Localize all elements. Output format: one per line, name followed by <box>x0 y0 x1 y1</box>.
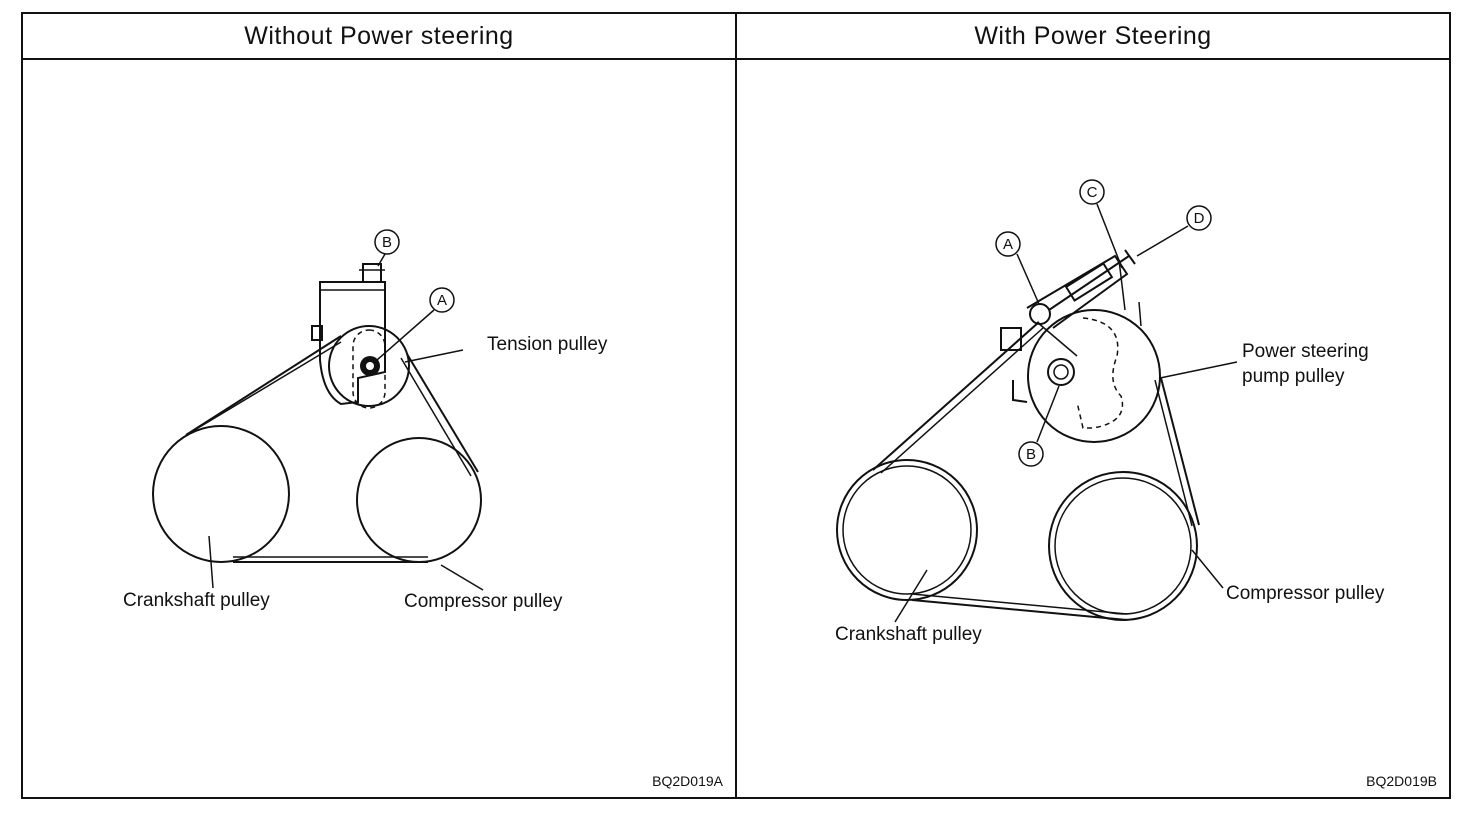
callout-a-letter: A <box>1003 236 1013 253</box>
figure-code: BQ2D019B <box>1366 773 1437 789</box>
crankshaft-pulley <box>836 459 978 601</box>
label-ps-pump-pulley-line1: Power steering <box>1242 341 1369 362</box>
callout-c-leader <box>1096 203 1123 269</box>
callout-a-letter: A <box>437 292 447 309</box>
compressor-pulley <box>356 437 482 563</box>
lock-bolt-arm <box>1036 321 1078 357</box>
label-compressor-pulley: Compressor pulley <box>1226 583 1385 604</box>
leader-crankshaft-pulley <box>208 535 214 589</box>
leader-compressor-pulley <box>1191 549 1224 589</box>
bolt-b <box>362 263 382 283</box>
label-compressor-pulley: Compressor pulley <box>404 591 563 612</box>
callout-c-circle <box>1079 179 1105 205</box>
pivot-bolt-a <box>1029 303 1051 325</box>
panel-with-power-steering: With Power Steering <box>737 14 1449 797</box>
callout-d-leader <box>1136 225 1189 257</box>
tension-bracket <box>319 281 386 406</box>
label-ps-pump-pulley-line2: pump pulley <box>1242 366 1345 387</box>
crankshaft-pulley <box>152 425 290 563</box>
callout-a-circle <box>429 287 455 313</box>
lock-bolt-b-inner <box>1053 364 1069 380</box>
callout-b-circle <box>1018 441 1044 467</box>
belt-diagram-with-ps: A C D B Power steering pump pulley Crank… <box>835 179 1385 645</box>
ps-pump-pulley <box>1027 309 1161 443</box>
tension-pulley <box>328 325 410 407</box>
leader-crankshaft-pulley <box>894 569 928 623</box>
panel-without-power-steering: Without Power steering <box>23 14 737 797</box>
figure-frame: Without Power steering <box>21 12 1451 799</box>
leader-tension-pulley <box>404 349 464 363</box>
pump-hidden-outline <box>1076 317 1124 429</box>
panel-title: Without Power steering <box>23 14 735 60</box>
leader-compressor-pulley <box>440 564 484 591</box>
lock-bolt-b <box>1047 358 1075 386</box>
callout-b-leader <box>377 253 386 267</box>
drive-belt <box>872 321 1200 621</box>
bracket-tab-right <box>1138 301 1142 327</box>
bracket-stub <box>311 325 323 341</box>
callout-a-leader <box>1016 253 1040 305</box>
leader-ps-pump-pulley <box>1159 361 1238 379</box>
crankshaft-pulley-groove <box>842 465 972 595</box>
adjust-slot <box>352 329 386 409</box>
mount-side <box>1012 380 1028 403</box>
callout-a-leader <box>376 309 435 361</box>
figure-code: BQ2D019A <box>652 773 723 789</box>
belt-diagram-without-ps: B A Tension pulley Crankshaft pulley Com… <box>123 229 608 612</box>
adjuster-rod <box>1048 255 1130 311</box>
drive-belt <box>185 335 479 563</box>
callout-d-circle <box>1186 205 1212 231</box>
compressor-pulley-groove <box>1054 477 1192 615</box>
panel-title: With Power Steering <box>737 14 1449 60</box>
callout-d-letter: D <box>1194 210 1205 227</box>
label-crankshaft-pulley: Crankshaft pulley <box>123 590 270 611</box>
callout-c-letter: C <box>1087 184 1098 201</box>
callout-b-circle <box>374 229 400 255</box>
label-crankshaft-pulley: Crankshaft pulley <box>835 624 982 645</box>
label-tension-pulley: Tension pulley <box>487 334 608 355</box>
callout-b-leader <box>1036 385 1060 443</box>
callout-b-letter: B <box>1026 446 1036 463</box>
pulley-bolt-inner <box>366 362 374 370</box>
compressor-pulley <box>1048 471 1198 621</box>
adjuster-rod-end <box>1124 249 1136 265</box>
callout-a-circle <box>995 231 1021 257</box>
callout-b-letter: B <box>382 234 392 251</box>
bracket-tab <box>1118 259 1126 311</box>
